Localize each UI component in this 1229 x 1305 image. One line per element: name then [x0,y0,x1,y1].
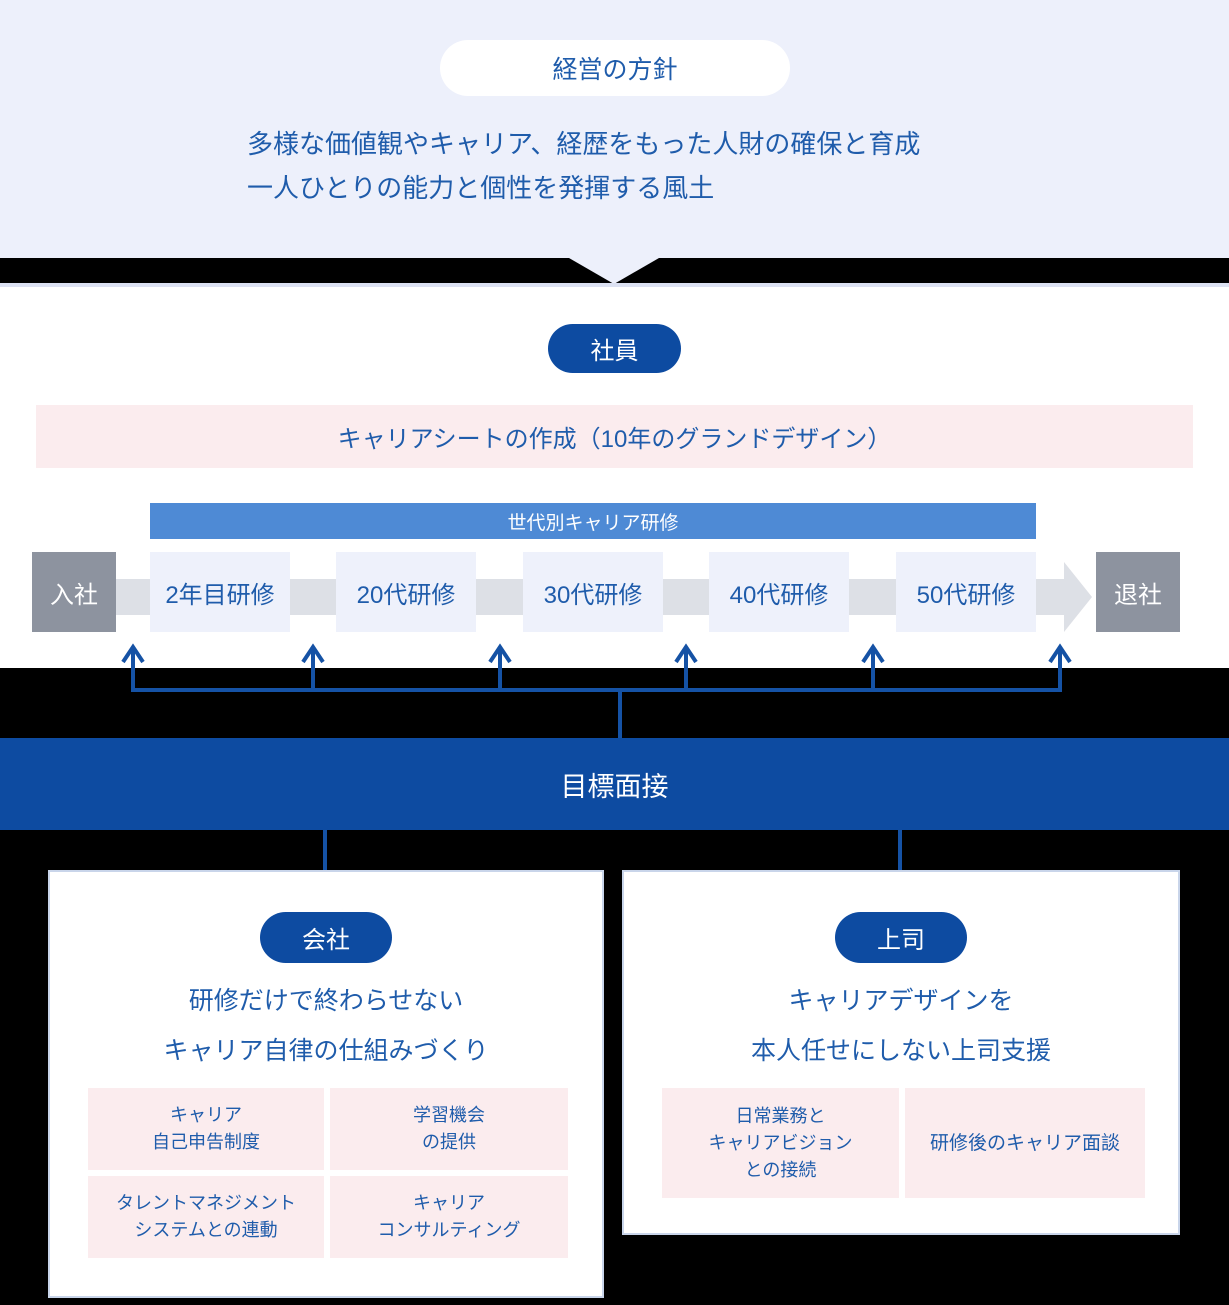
generation-training-label: 世代別キャリア研修 [507,512,679,534]
company-panel: 会社 研修だけで終わらせない キャリア自律の仕組みづくり キャリア 自己申告制度… [48,870,604,1298]
employee-label: 社員 [590,338,639,365]
supervisor-panel: 上司 キャリアデザインを 本人任せにしない上司支援 日常業務と キャリアビジョン… [622,870,1180,1235]
employee-pill: 社員 [548,324,681,373]
company-pill: 会社 [260,912,392,963]
generation-training-banner: 世代別キャリア研修 [150,503,1036,539]
company-item-learning: 学習機会 の提供 [330,1088,568,1170]
timeline-stage-50s: 50代研修 [896,552,1036,632]
company-item-talent-system: タレントマネジメント システムとの連動 [88,1176,324,1258]
timeline-start-joining: 入社 [32,552,116,632]
down-triangle-icon [569,258,659,284]
timeline-end-leaving: 退社 [1096,552,1180,632]
company-heading: 研修だけで終わらせない キャリア自律の仕組みづくり [163,987,489,1065]
management-policy-text: 多様な価値観やキャリア、経歴をもった人財の確保と育成 一人ひとりの能力と個性を発… [247,129,921,203]
right-arrow-icon [1064,562,1092,632]
timeline-connector [849,579,896,615]
section-divider [0,283,1229,287]
supervisor-label: 上司 [877,927,925,954]
employee-section: 社員 キャリアシートの作成（10年のグランドデザイン） 世代別キャリア研修 入社… [0,287,1229,668]
management-policy-label: 経営の方針 [552,56,678,84]
company-label: 会社 [302,927,350,954]
career-sheet-label: キャリアシートの作成（10年のグランドデザイン） [337,426,892,453]
timeline-stage-year2: 2年目研修 [150,552,290,632]
timeline-connector [476,579,523,615]
management-policy-section: 経営の方針 多様な価値観やキャリア、経歴をもった人財の確保と育成 一人ひとりの能… [0,0,1229,258]
right-arrow-shaft [1036,579,1064,615]
goal-interview-label: 目標面接 [560,771,669,802]
management-policy-pill: 経営の方針 [440,40,790,96]
company-item-self-report: キャリア 自己申告制度 [88,1088,324,1170]
upward-arrows-bracket [121,643,1072,740]
timeline-stage-30s: 30代研修 [523,552,663,632]
supervisor-item-daily-work: 日常業務と キャリアビジョン との接続 [662,1088,899,1198]
timeline-stage-20s: 20代研修 [336,552,476,632]
connector-to-company [323,830,327,870]
company-item-consulting: キャリア コンサルティング [330,1176,568,1258]
career-sheet-banner: キャリアシートの作成（10年のグランドデザイン） [36,405,1193,468]
timeline-connector [116,579,150,615]
connector-to-supervisor [898,830,902,870]
timeline-connector [663,579,709,615]
supervisor-pill: 上司 [835,912,967,963]
goal-interview-band: 目標面接 [0,738,1229,830]
timeline-connector [290,579,336,615]
supervisor-item-post-training: 研修後のキャリア面談 [905,1088,1145,1198]
supervisor-heading: キャリアデザインを 本人任せにしない上司支援 [750,987,1051,1065]
timeline-stage-40s: 40代研修 [709,552,849,632]
